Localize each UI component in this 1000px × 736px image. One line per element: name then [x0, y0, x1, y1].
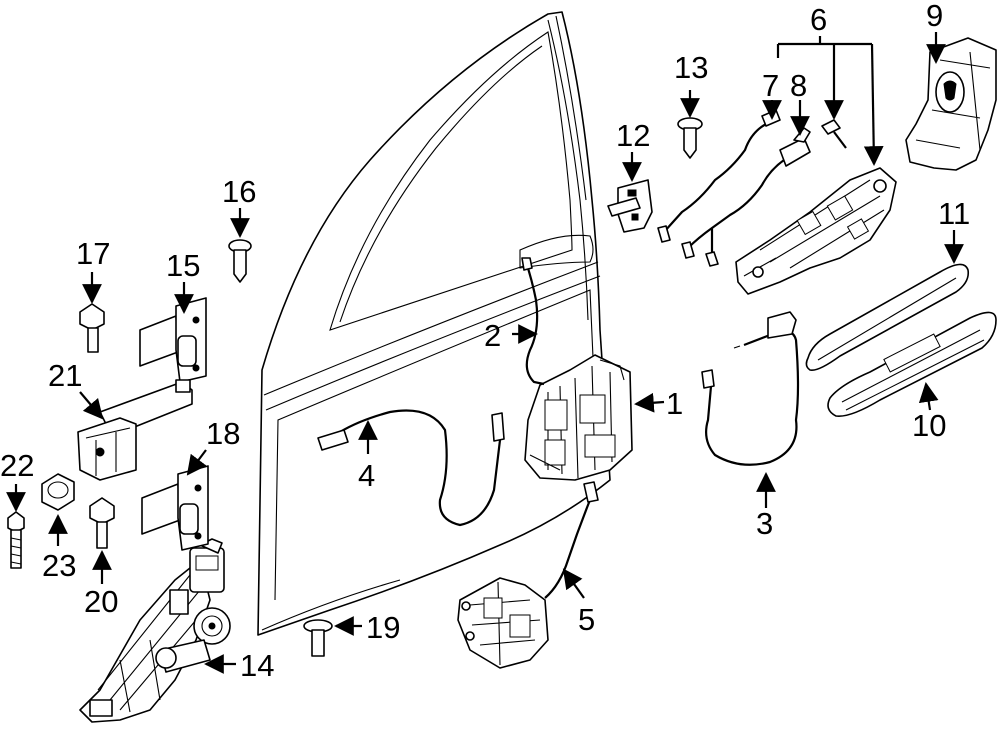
handle-carrier-part-6 — [735, 167, 897, 295]
callout-15: 15 — [166, 248, 200, 283]
callout-6: 6 — [810, 2, 827, 37]
callout-5: 5 — [578, 602, 595, 637]
callout-10: 10 — [912, 408, 946, 443]
leader-lines — [6, 32, 964, 674]
callout-9: 9 — [926, 0, 943, 33]
lower-hinge-part-18 — [141, 465, 209, 551]
leader-6-right — [863, 43, 884, 166]
callout-20: 20 — [84, 584, 118, 619]
callout-1: 1 — [666, 386, 683, 421]
callout-13: 13 — [674, 50, 708, 85]
callout-17: 17 — [76, 236, 110, 271]
callout-7: 7 — [762, 68, 779, 103]
leader-1 — [634, 392, 665, 413]
wire-harness-part-7 — [657, 109, 781, 243]
door-latch-part-1 — [524, 354, 633, 481]
callout-14: 14 — [240, 648, 274, 683]
door-check-part-21 — [77, 379, 193, 481]
push-pin-part-13 — [677, 117, 703, 159]
callout-22: 22 — [0, 448, 34, 483]
inside-release-cable-part-4 — [317, 409, 505, 527]
window-regulator-part-14 — [79, 538, 231, 723]
leader-21 — [79, 391, 104, 420]
bolt-part-17 — [79, 303, 105, 353]
bolt-part-16 — [228, 239, 252, 283]
handle-cover-part-9 — [905, 37, 997, 171]
callout-18: 18 — [206, 416, 240, 451]
door-shell — [257, 11, 611, 636]
plug-part-19 — [303, 619, 333, 657]
release-cable-part-3 — [701, 311, 800, 466]
callout-12: 12 — [616, 118, 650, 153]
callout-4: 4 — [358, 458, 375, 493]
exterior-handle-part-10 — [827, 311, 997, 417]
callout-16: 16 — [222, 174, 256, 209]
door-striker-part-12 — [607, 179, 653, 233]
stud-bolt-part-22 — [7, 511, 25, 569]
callout-19: 19 — [366, 610, 400, 645]
leader-5 — [562, 568, 585, 599]
callout-2: 2 — [484, 318, 501, 353]
upper-hinge-part-15 — [139, 297, 207, 383]
callout-8: 8 — [790, 68, 807, 103]
bolt-part-20 — [89, 497, 115, 549]
screw-icon — [821, 119, 847, 149]
callout-3: 3 — [756, 506, 773, 541]
leader-18 — [186, 449, 207, 476]
leader-10 — [918, 382, 939, 411]
nut-part-23 — [41, 473, 75, 511]
callout-11: 11 — [938, 196, 970, 231]
handle-gasket-part-11 — [805, 263, 970, 372]
callout-21: 21 — [48, 358, 82, 393]
lock-actuator-part-5 — [457, 481, 599, 669]
callout-labels: 1 2 3 4 5 6 7 8 9 10 11 12 13 14 15 16 1… — [0, 0, 970, 683]
callout-23: 23 — [42, 548, 76, 583]
